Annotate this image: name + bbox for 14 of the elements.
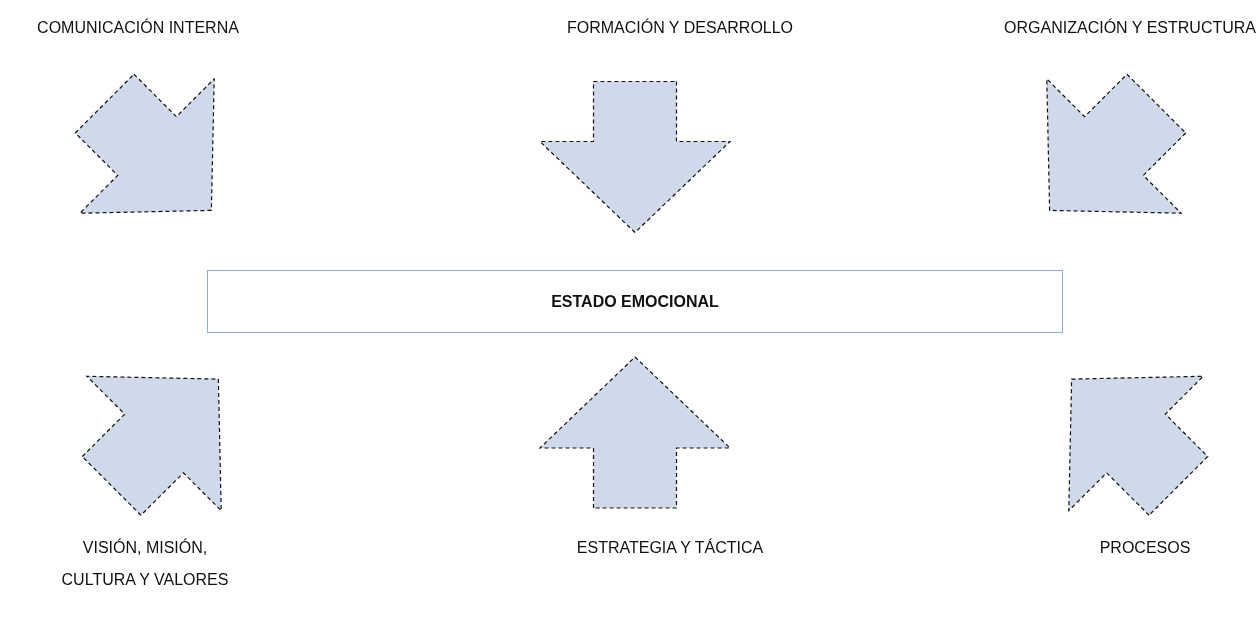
factor-label: ORGANIZACIÓN Y ESTRUCTURA — [1003, 17, 1256, 38]
block-arrow — [538, 80, 732, 234]
factor-label: FORMACIÓN Y DESARROLLO — [565, 17, 795, 38]
factor-label: VISIÓN, MISIÓN, CULTURA Y VALORES — [60, 537, 230, 590]
central-label: ESTADO EMOCIONAL — [551, 291, 719, 312]
block-arrow — [74, 73, 215, 214]
block-arrow — [1046, 73, 1187, 214]
factor-label: COMUNICACIÓN INTERNA — [36, 17, 240, 38]
block-arrow — [538, 356, 732, 509]
block-arrow — [1068, 375, 1209, 517]
factor-label: ESTRATEGIA Y TÁCTICA — [575, 537, 765, 558]
central-box — [207, 270, 1063, 333]
factor-label: PROCESOS — [1098, 538, 1192, 558]
block-arrow — [81, 375, 222, 517]
